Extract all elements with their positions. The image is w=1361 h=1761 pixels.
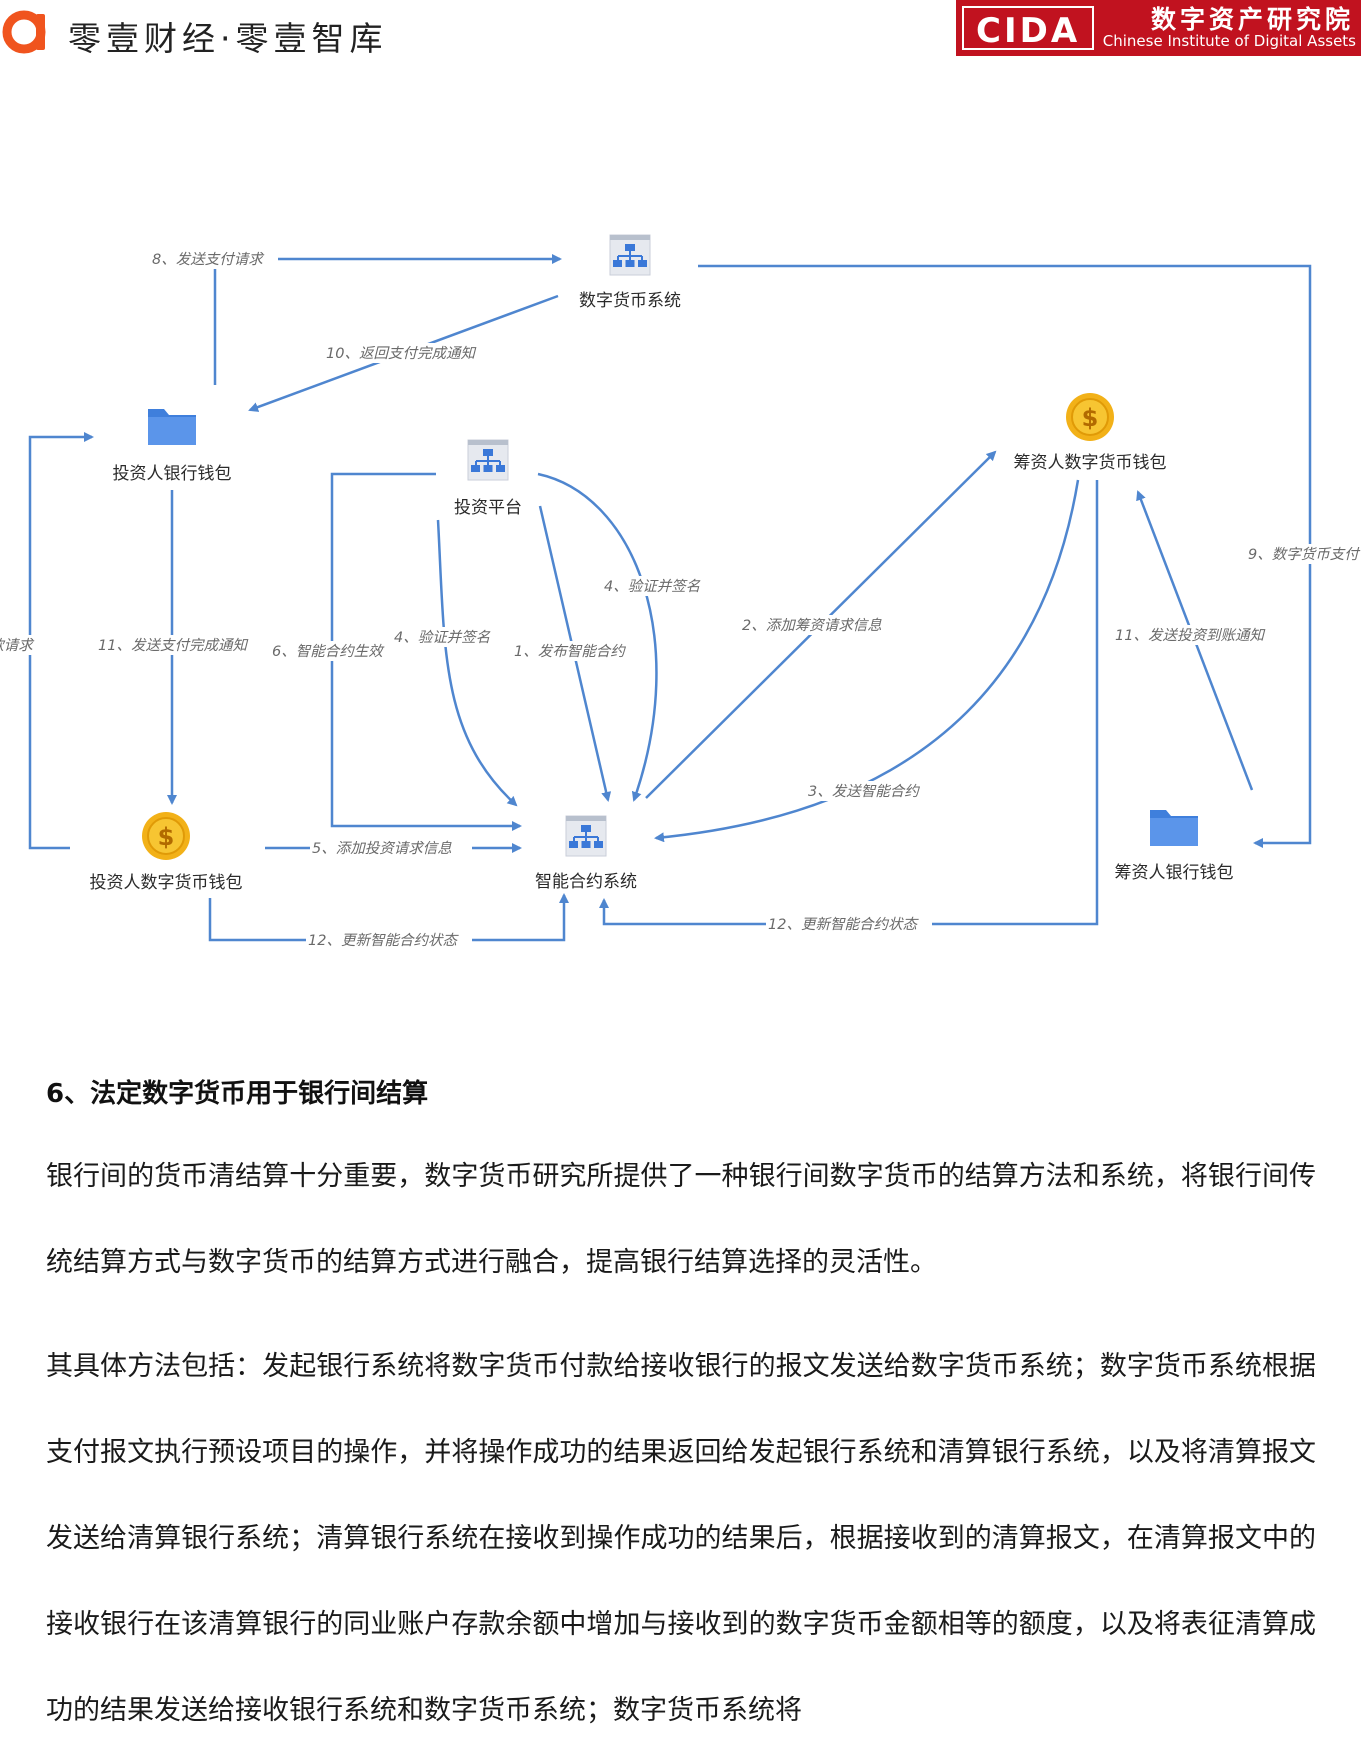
edge-label-2: 2、添加筹资请求信息 xyxy=(740,615,898,635)
edge-4a xyxy=(436,519,518,807)
institute-name-en: Chinese Institute of Digital Assets xyxy=(1102,32,1356,50)
svg-text:10、返回支付完成通知: 10、返回支付完成通知 xyxy=(326,345,476,362)
edge-label-3: 3、发送智能合约 xyxy=(806,781,934,801)
svg-text:7、发送付款请求: 7、发送付款请求 xyxy=(0,637,35,654)
section-interbank-settlement: 6、法定数字货币用于银行间结算 银行间的货币清结算十分重要，数字货币研究所提供了… xyxy=(46,1073,1316,1754)
node-smart-contract-system: 智能合约系统 xyxy=(535,815,637,892)
folder-icon xyxy=(148,409,196,445)
brand-logo-icon xyxy=(2,10,46,54)
svg-text:数字货币系统: 数字货币系统 xyxy=(579,291,681,311)
coin-icon xyxy=(1065,392,1115,442)
edge-label-10: 10、返回支付完成通知 xyxy=(324,343,492,363)
system-icon xyxy=(609,234,651,276)
svg-text:4、验证并签名: 4、验证并签名 xyxy=(604,578,701,595)
edge-label-12a: 12、更新智能合约状态 xyxy=(306,930,472,950)
edge-label-5: 5、添加投资请求信息 xyxy=(310,838,472,858)
edge-12b xyxy=(599,480,1099,926)
svg-text:2、添加筹资请求信息: 2、添加筹资请求信息 xyxy=(742,617,882,634)
edge-label-6: 6、智能合约生效 xyxy=(270,641,398,661)
svg-text:5、添加投资请求信息: 5、添加投资请求信息 xyxy=(312,840,452,857)
edge-label-4b: 4、验证并签名 xyxy=(602,576,716,596)
institute-abbr-box: CIDA xyxy=(962,6,1094,51)
edge-label-11a: 11、发送支付完成通知 xyxy=(96,635,256,655)
edge-label-8: 8、发送支付请求 xyxy=(150,249,278,269)
page-header: 零壹财经·零壹智库 CIDA 数字资产研究院 Chinese Institute… xyxy=(0,0,1361,60)
node-investment-platform: 投资平台 xyxy=(454,439,522,518)
svg-text:投资人银行钱包: 投资人银行钱包 xyxy=(113,464,232,484)
svg-text:筹资人数字货币钱包: 筹资人数字货币钱包 xyxy=(1014,453,1167,473)
svg-text:9、数字货币支付: 9、数字货币支付 xyxy=(1248,546,1361,563)
edge-label-12b: 12、更新智能合约状态 xyxy=(766,914,932,934)
edge-label-9: 9、数字货币支付 xyxy=(1246,544,1361,564)
node-investor-dc-wallet: 投资人数字货币钱包 xyxy=(90,811,243,893)
svg-text:1、发布智能合约: 1、发布智能合约 xyxy=(514,643,626,660)
svg-text:3、发送智能合约: 3、发送智能合约 xyxy=(808,783,920,800)
edge-label-7: 7、发送付款请求 xyxy=(0,635,92,655)
svg-text:投资人数字货币钱包: 投资人数字货币钱包 xyxy=(90,873,243,893)
edge-9 xyxy=(698,264,1312,848)
system-icon xyxy=(467,439,509,481)
institute-abbr: CIDA xyxy=(976,11,1081,51)
section-heading: 6、法定数字货币用于银行间结算 xyxy=(46,1079,429,1109)
svg-text:4、验证并签名: 4、验证并签名 xyxy=(394,629,491,646)
svg-text:11、发送支付完成通知: 11、发送支付完成通知 xyxy=(98,637,248,654)
institute-name-cn: 数字资产研究院 xyxy=(1150,5,1354,34)
edge-label-11b: 11、发送投资到账通知 xyxy=(1113,625,1281,645)
edge-3 xyxy=(654,479,1080,843)
svg-text:8、发送支付请求: 8、发送支付请求 xyxy=(152,251,265,268)
node-fundraiser-bank-wallet: 筹资人银行钱包 xyxy=(1115,810,1234,883)
folder-icon xyxy=(1150,810,1198,846)
node-investor-bank-wallet: 投资人银行钱包 xyxy=(113,409,232,484)
svg-text:12、更新智能合约状态: 12、更新智能合约状态 xyxy=(768,916,919,933)
paragraph: 银行间的货币清结算十分重要，数字货币研究所提供了一种银行间数字货币的结算方法和系… xyxy=(46,1161,1316,1278)
svg-text:12、更新智能合约状态: 12、更新智能合约状态 xyxy=(308,932,459,949)
svg-text:投资平台: 投资平台 xyxy=(454,498,522,518)
smart-contract-flow-diagram: $ 8、发送支付请求 10、返回支付完成通知 9、数字货币支付 7、发送付 xyxy=(0,234,1361,950)
node-fundraiser-dc-wallet: 筹资人数字货币钱包 xyxy=(1014,392,1167,473)
svg-text:筹资人银行钱包: 筹资人银行钱包 xyxy=(1115,863,1234,883)
svg-text:智能合约系统: 智能合约系统 xyxy=(535,872,637,892)
edge-8 xyxy=(213,254,562,385)
edge-label-4a: 4、验证并签名 xyxy=(392,627,506,647)
svg-text:11、发送投资到账通知: 11、发送投资到账通知 xyxy=(1115,627,1265,644)
institute-logo: CIDA 数字资产研究院 Chinese Institute of Digita… xyxy=(956,0,1361,56)
node-dc-system: 数字货币系统 xyxy=(579,234,681,311)
brand-name: 零壹财经·零壹智库 xyxy=(68,19,388,58)
svg-text:6、智能合约生效: 6、智能合约生效 xyxy=(272,643,385,660)
system-icon xyxy=(565,815,607,857)
edge-label-1: 1、发布智能合约 xyxy=(512,641,640,661)
coin-icon xyxy=(141,811,191,861)
paragraph: 其具体方法包括：发起银行系统将数字货币付款给接收银行的报文发送给数字货币系统；数… xyxy=(46,1351,1316,1726)
